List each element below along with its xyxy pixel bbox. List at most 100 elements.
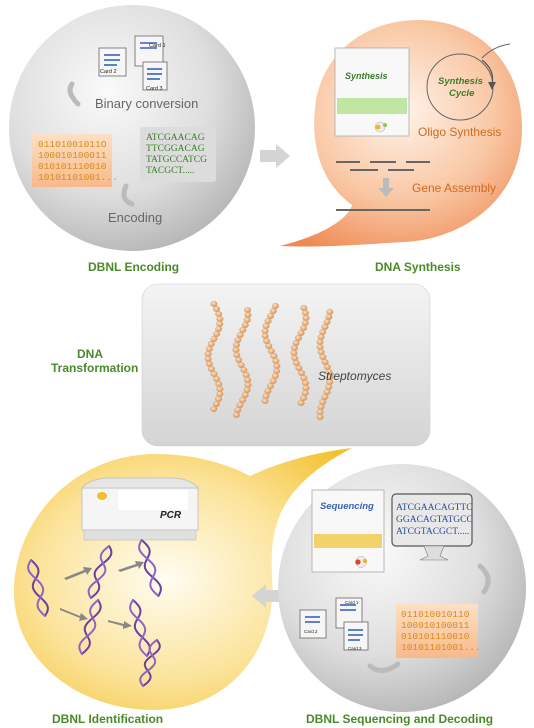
transformation-caption-line2: Transformation — [51, 361, 139, 375]
bead — [273, 363, 281, 369]
binary-line: 10101101001... — [38, 172, 118, 183]
card-label: Card 3 — [146, 86, 163, 92]
dna-strand — [140, 539, 162, 597]
bead — [239, 397, 247, 403]
dna-strand — [87, 545, 111, 599]
bead — [216, 391, 224, 397]
bead — [297, 400, 305, 406]
bead — [215, 381, 223, 387]
dna-line: TATGCCATCG — [146, 155, 207, 165]
gene-assembly-label: Gene Assembly — [412, 181, 496, 195]
bead — [204, 356, 212, 362]
binary-conversion-label: Binary conversion — [95, 96, 198, 111]
cycle-label: Cycle — [449, 88, 475, 99]
sequencing-caption: DBNL Sequencing and Decoding — [306, 712, 494, 726]
bead — [210, 406, 218, 412]
bead — [273, 368, 281, 374]
encoding-panel: Card 1 Card 2 Card 3 Binary conversion 0… — [9, 5, 255, 251]
bead — [239, 327, 247, 333]
right-arrow-icon — [60, 608, 88, 621]
dna-strand — [142, 639, 161, 687]
pcr-label: PCR — [160, 510, 182, 521]
card-label: Card 3 — [348, 646, 362, 651]
oligo-fragments — [336, 161, 430, 171]
bead — [323, 389, 331, 395]
dna-line: TACGCT..... — [146, 166, 194, 176]
screen-line: GGACAGTATGCC — [396, 515, 473, 525]
transformation-panel: Streptomyces — [141, 283, 431, 447]
card-label: Card 2 — [304, 629, 318, 634]
bead — [232, 347, 240, 353]
bead — [290, 350, 298, 356]
right-arrow-icon — [260, 144, 290, 168]
bead — [215, 396, 223, 402]
synthesis-caption: DNA Synthesis — [375, 260, 461, 274]
oligo-synthesis-label: Oligo Synthesis — [418, 125, 501, 139]
bead — [262, 393, 270, 399]
bead — [244, 307, 252, 313]
bead — [298, 370, 306, 376]
bead — [236, 402, 244, 408]
curved-arrow-icon — [367, 661, 401, 673]
encoding-circle — [9, 5, 255, 251]
bead — [317, 334, 325, 340]
dna-strand — [139, 639, 158, 687]
bead — [302, 310, 309, 316]
bead — [302, 380, 309, 386]
bead — [262, 323, 270, 329]
bead — [325, 384, 333, 390]
binary-line: 100010100011 — [401, 620, 470, 631]
bead — [263, 338, 271, 344]
bead — [269, 378, 277, 384]
binary-box — [32, 134, 112, 187]
bead — [292, 360, 300, 366]
bead — [241, 392, 249, 398]
card-icon — [343, 621, 369, 651]
card-icon — [299, 609, 327, 639]
bead — [234, 407, 242, 413]
binary-line: 011010010110 — [401, 609, 470, 620]
bead — [205, 346, 213, 352]
bead — [301, 390, 309, 396]
dna-line: TTCGGACAG — [146, 144, 205, 154]
bead — [291, 355, 299, 361]
bead — [269, 308, 277, 314]
dna-sequence-box — [140, 127, 216, 182]
bead — [302, 315, 310, 321]
bead — [213, 306, 221, 312]
card-icon — [134, 35, 164, 67]
bead — [235, 357, 243, 363]
streptomyces-box — [141, 283, 431, 447]
bead — [300, 395, 307, 401]
bead — [291, 345, 298, 351]
bead — [295, 365, 303, 371]
binary-box — [396, 604, 478, 658]
bead — [319, 399, 327, 405]
bead — [264, 388, 272, 394]
bead — [319, 329, 327, 335]
bead — [237, 362, 245, 368]
encoding-label: Encoding — [108, 210, 162, 225]
synthesis-panel: Synthesis Synthesis Cycle Oligo Synthesi… — [280, 20, 522, 247]
bead — [297, 330, 305, 336]
curved-arrow-icon — [477, 563, 491, 595]
dna-strand — [89, 545, 113, 599]
encoding-caption: DBNL Encoding — [88, 260, 180, 274]
bead — [272, 303, 279, 309]
dna-strand — [138, 539, 160, 597]
bead — [317, 349, 325, 355]
dna-strand — [80, 599, 102, 655]
card-label: Card 1 — [149, 43, 166, 49]
bead — [300, 305, 308, 311]
right-arrow-icon — [118, 561, 144, 572]
pcr-machine-icon — [81, 477, 199, 541]
bead — [241, 322, 249, 328]
bead — [302, 385, 310, 391]
bead — [213, 331, 221, 337]
card-icon — [142, 61, 168, 91]
bead — [261, 398, 269, 404]
bead — [264, 318, 272, 324]
bead — [216, 386, 224, 392]
bead — [234, 337, 242, 343]
